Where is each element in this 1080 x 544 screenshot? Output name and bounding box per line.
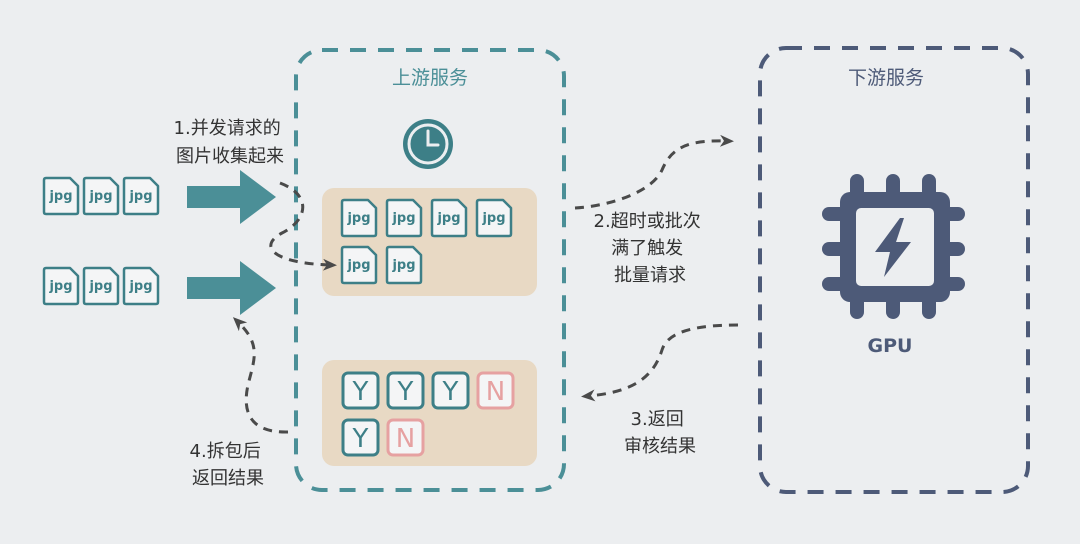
result-rejected: N: [476, 371, 515, 410]
file-icon: [340, 245, 378, 285]
incoming-image-file: jpg: [122, 176, 160, 216]
batched-image-file: jpg: [385, 198, 423, 238]
request-arrow-2: [187, 261, 276, 315]
step3-line2: 审核结果: [624, 436, 696, 457]
return-result-arrow: [581, 323, 739, 402]
result-letter: Y: [352, 424, 369, 454]
step1-label: 1.并发请求的 图片收集起来: [174, 118, 287, 167]
file-type-label: jpg: [346, 211, 370, 226]
incoming-image-file: jpg: [82, 176, 120, 216]
file-icon: [122, 176, 160, 216]
downstream-service-title: 下游服务: [848, 67, 924, 89]
step2-label: 2.超时或批次 满了触发 批量请求: [594, 211, 707, 286]
batched-images: jpg jpg jpg jpg jpg jpg: [340, 198, 513, 285]
result-letter: Y: [352, 377, 369, 407]
result-approved: Y: [386, 371, 425, 410]
batched-image-file: jpg: [385, 245, 423, 285]
step2-line3: 批量请求: [614, 265, 686, 286]
file-icon: [385, 245, 423, 285]
file-icon: [42, 266, 80, 306]
request-arrow-1: [187, 170, 276, 224]
file-type-label: jpg: [391, 258, 415, 273]
result-tile: [386, 418, 425, 457]
step4-line2: 返回结果: [192, 468, 264, 489]
file-type-label: jpg: [88, 279, 112, 294]
step4-label: 4.拆包后 返回结果: [190, 441, 267, 489]
result-rejected: N: [386, 418, 425, 457]
result-letter: Y: [442, 377, 459, 407]
file-icon: [82, 176, 120, 216]
result-letter: Y: [397, 377, 414, 407]
upstream-service-box: [294, 48, 566, 492]
incoming-image-file: jpg: [42, 266, 80, 306]
batched-image-file: jpg: [430, 198, 468, 238]
batch-request-arrow: [574, 134, 734, 210]
file-type-label: jpg: [88, 189, 112, 204]
batched-image-file: jpg: [340, 198, 378, 238]
result-approved: Y: [431, 371, 470, 410]
unpack-arrow: [232, 317, 289, 434]
result-tile: [341, 371, 380, 410]
file-type-label: jpg: [436, 211, 460, 226]
collect-arrow: [269, 181, 337, 271]
step3-line1: 3.返回: [631, 409, 684, 430]
result-tile: [341, 418, 380, 457]
step1-line2: 图片收集起来: [176, 146, 284, 167]
file-type-label: jpg: [481, 211, 505, 226]
result-approved: Y: [341, 371, 380, 410]
step2-line2: 满了触发: [611, 238, 683, 259]
file-type-label: jpg: [128, 279, 152, 294]
file-icon: [82, 266, 120, 306]
upstream-service-title: 上游服务: [392, 67, 468, 89]
lightning-icon: [875, 218, 911, 277]
incoming-image-file: jpg: [122, 266, 160, 306]
result-approved: Y: [341, 418, 380, 457]
step2-line1: 2.超时或批次: [594, 211, 701, 232]
gpu-label: GPU: [868, 335, 913, 357]
file-icon: [475, 198, 513, 238]
file-type-label: jpg: [391, 211, 415, 226]
step4-line1: 4.拆包后: [190, 441, 261, 462]
downstream-service-box: [758, 46, 1030, 494]
result-tile: [431, 371, 470, 410]
result-letter: N: [486, 377, 505, 407]
file-icon: [385, 198, 423, 238]
step3-label: 3.返回 审核结果: [624, 409, 696, 457]
file-icon: [430, 198, 468, 238]
batched-image-file: jpg: [475, 198, 513, 238]
result-letter: N: [396, 424, 415, 454]
incoming-request-images-2: jpg jpg jpg: [42, 266, 160, 306]
file-type-label: jpg: [48, 189, 72, 204]
file-icon: [340, 198, 378, 238]
batched-image-file: jpg: [340, 245, 378, 285]
file-icon: [122, 266, 160, 306]
incoming-image-file: jpg: [42, 176, 80, 216]
incoming-request-images-1: jpg jpg jpg: [42, 176, 160, 216]
file-type-label: jpg: [128, 189, 152, 204]
file-icon: [42, 176, 80, 216]
clock-icon: [403, 119, 453, 169]
step1-line1: 1.并发请求的: [174, 118, 281, 139]
result-tile: [386, 371, 425, 410]
gpu-chip-icon: [822, 174, 965, 319]
file-type-label: jpg: [48, 279, 72, 294]
incoming-image-file: jpg: [82, 266, 120, 306]
result-tile: [476, 371, 515, 410]
file-type-label: jpg: [346, 258, 370, 273]
